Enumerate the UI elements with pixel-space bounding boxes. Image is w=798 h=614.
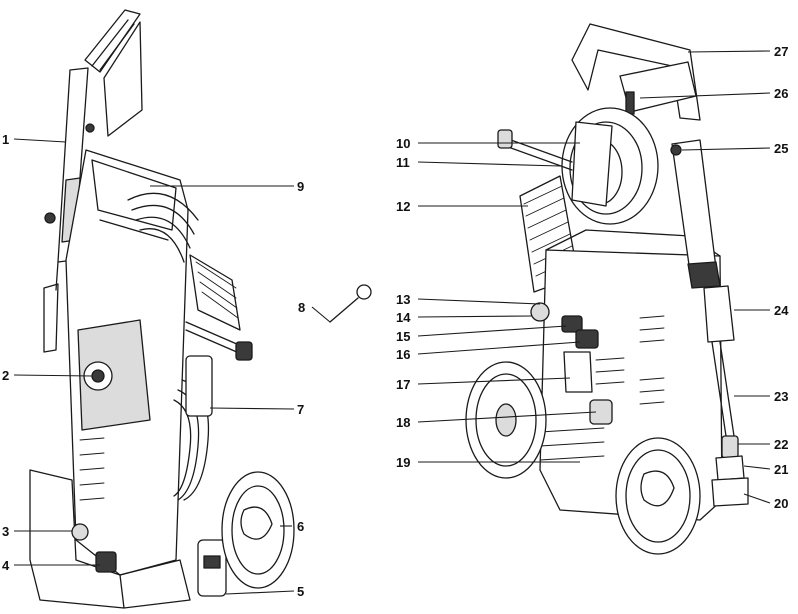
callout-4: 4 — [2, 558, 10, 573]
front-lance — [185, 321, 253, 361]
callout-leaders — [13, 50, 771, 595]
callout-25: 25 — [774, 141, 788, 156]
callout-16: 16 — [396, 347, 410, 362]
carry-handle — [84, 9, 143, 137]
callout-14: 14 — [396, 310, 411, 325]
callout-5: 5 — [297, 584, 304, 599]
front-wheel — [221, 471, 295, 589]
callout-10: 10 — [396, 136, 410, 151]
rear-wheel-left — [465, 361, 547, 479]
callout-12: 12 — [396, 199, 410, 214]
power-plug — [197, 539, 227, 597]
front-hose-reel — [127, 192, 199, 263]
front-hose-coil — [173, 355, 213, 501]
callout-9: 9 — [297, 179, 304, 194]
rear-wheel-right — [615, 437, 701, 555]
front-view-washer — [29, 9, 295, 609]
callout-15: 15 — [396, 329, 410, 344]
rear-view-washer — [465, 23, 749, 555]
front-brush — [189, 254, 241, 331]
callout-18: 18 — [396, 415, 410, 430]
rear-gun-pole — [670, 139, 749, 507]
callout-1: 1 — [2, 132, 9, 147]
callout-21: 21 — [774, 462, 788, 477]
o-ring-part — [329, 284, 372, 323]
callout-23: 23 — [774, 389, 788, 404]
spray-gun — [43, 67, 89, 353]
rear-hose-reel — [561, 107, 659, 225]
callout-8: 8 — [298, 300, 305, 315]
rear-lance — [497, 129, 573, 171]
callout-11: 11 — [396, 155, 410, 170]
callout-13: 13 — [396, 292, 410, 307]
callout-labels: 1 2 3 4 5 6 7 8 9 10 11 12 13 14 15 16 1… — [2, 44, 789, 599]
callout-24: 24 — [774, 303, 789, 318]
callout-2: 2 — [2, 368, 9, 383]
callout-17: 17 — [396, 377, 410, 392]
callout-19: 19 — [396, 455, 410, 470]
front-main-body — [29, 149, 191, 609]
callout-27: 27 — [774, 44, 788, 59]
callout-7: 7 — [297, 402, 304, 417]
callout-6: 6 — [297, 519, 304, 534]
rear-handle — [571, 23, 701, 121]
callout-3: 3 — [2, 524, 9, 539]
callout-20: 20 — [774, 496, 788, 511]
callout-22: 22 — [774, 437, 788, 452]
callout-26: 26 — [774, 86, 788, 101]
